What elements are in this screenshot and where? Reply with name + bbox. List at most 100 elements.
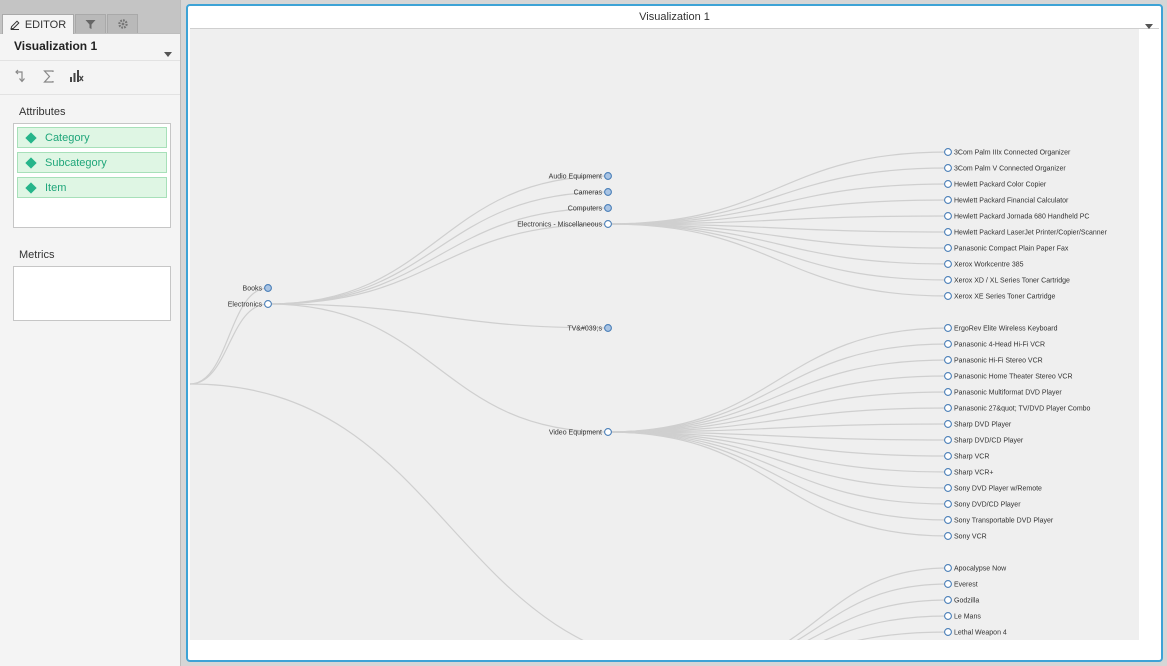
filter-icon: [85, 19, 96, 30]
tree-node[interactable]: [604, 204, 612, 212]
tree-node[interactable]: [604, 188, 612, 196]
tree-node-label: Godzilla: [954, 598, 979, 605]
tree-node[interactable]: [944, 340, 952, 348]
tree-node-label: Panasonic Hi-Fi Stereo VCR: [954, 358, 1043, 365]
tree-node[interactable]: [944, 196, 952, 204]
tree-link: [607, 223, 949, 297]
visualization-selector[interactable]: Visualization 1: [0, 34, 180, 61]
tree-node[interactable]: [944, 276, 952, 284]
tree-node[interactable]: [944, 404, 952, 412]
tree-node[interactable]: [944, 484, 952, 492]
tree-node[interactable]: [944, 564, 952, 572]
attribute-diamond-icon: [25, 131, 37, 144]
tree-node[interactable]: [944, 260, 952, 268]
tree-node[interactable]: [604, 220, 612, 228]
tree-link: [607, 327, 949, 433]
tree-node[interactable]: [944, 372, 952, 380]
tree-node-label: Hewlett Packard Color Copier: [954, 182, 1047, 189]
visualization-header: Visualization 1: [190, 8, 1159, 29]
tree-node[interactable]: [944, 292, 952, 300]
metrics-dropzone[interactable]: [13, 266, 171, 321]
tree-node-label: Hewlett Packard LaserJet Printer/Copier/…: [954, 230, 1108, 237]
tree-node-label: Lethal Weapon 4: [954, 630, 1007, 637]
visualization-title: Visualization 1: [639, 11, 710, 23]
tree-link: [607, 431, 949, 441]
tree-link: [267, 223, 609, 305]
tree-link: [607, 431, 949, 537]
tree-link: [607, 359, 949, 433]
tree-node-label: Panasonic 4-Head Hi-Fi VCR: [954, 342, 1045, 349]
tree-node-label: TV&#039;s: [567, 326, 602, 333]
tree-node[interactable]: [944, 532, 952, 540]
tree-node[interactable]: [944, 148, 952, 156]
sigma-icon[interactable]: [41, 68, 57, 84]
tree-link: [807, 599, 949, 640]
tree-node[interactable]: [944, 228, 952, 236]
tree-node-label: Sony Transportable DVD Player: [954, 518, 1054, 525]
tab-editor[interactable]: EDITOR: [2, 14, 74, 34]
tree-node-label: Video Equipment: [549, 430, 602, 437]
tree-node[interactable]: [944, 420, 952, 428]
visualization-name: Visualization 1: [14, 39, 98, 53]
tree-node-label: Xerox Workcentre 385: [954, 262, 1024, 269]
attribute-pill-label: Subcategory: [45, 156, 107, 169]
attributes-dropzone[interactable]: Category Subcategory Item: [13, 123, 171, 228]
tree-node[interactable]: [944, 596, 952, 604]
tree-node[interactable]: [264, 300, 272, 308]
tree-link: [607, 391, 949, 433]
tree-node[interactable]: [944, 212, 952, 220]
tree-node[interactable]: [944, 436, 952, 444]
pencil-icon: [10, 19, 20, 30]
tree-link: [607, 215, 949, 225]
tree-node-label: Everest: [954, 582, 978, 589]
tree-node[interactable]: [944, 580, 952, 588]
tree-node[interactable]: [944, 612, 952, 620]
tree-node[interactable]: [604, 172, 612, 180]
tree-node[interactable]: [944, 468, 952, 476]
tree-link: [607, 375, 949, 433]
tree-node-label: Xerox XD / XL Series Toner Cartridge: [954, 278, 1070, 285]
tree-node-label: 3Com Palm IIIx Connected Organizer: [954, 150, 1071, 157]
tree-node[interactable]: [944, 388, 952, 396]
tree-node[interactable]: [944, 324, 952, 332]
tree-node[interactable]: [604, 324, 612, 332]
tree-node[interactable]: [944, 628, 952, 636]
tree-link: [796, 583, 949, 640]
swap-axes-icon[interactable]: [13, 68, 29, 84]
tree-node[interactable]: [944, 452, 952, 460]
metrics-label: Metrics: [19, 249, 55, 261]
tree-node-label: 3Com Palm V Connected Organizer: [954, 166, 1066, 173]
chevron-down-icon[interactable]: [1145, 16, 1153, 34]
tree-node-label: Sony DVD/CD Player: [954, 502, 1021, 509]
tree-link: [607, 223, 949, 233]
tree-link: [607, 223, 949, 249]
tree-link: [190, 383, 585, 640]
tree-node-label: Computers: [568, 206, 603, 213]
chart-options-icon[interactable]: [68, 68, 84, 84]
tree-link: [607, 431, 949, 505]
chevron-down-icon[interactable]: [164, 44, 172, 62]
tree-link: [788, 567, 949, 640]
attribute-pill-category[interactable]: Category: [17, 127, 167, 148]
tab-settings[interactable]: [107, 14, 138, 33]
tree-link: [267, 303, 609, 329]
tree-node[interactable]: [944, 244, 952, 252]
tree-node-label: Electronics: [228, 302, 263, 309]
tree-node[interactable]: [944, 516, 952, 524]
attribute-pill-label: Category: [45, 131, 90, 144]
tree-node[interactable]: [604, 428, 612, 436]
tree-link: [607, 431, 949, 457]
tab-filter[interactable]: [75, 14, 106, 33]
attribute-pill-item[interactable]: Item: [17, 177, 167, 198]
tree-node[interactable]: [944, 180, 952, 188]
tree-node-label: Electronics - Miscellaneous: [517, 222, 602, 229]
tree-node[interactable]: [944, 164, 952, 172]
tree-node[interactable]: [944, 500, 952, 508]
attribute-pill-subcategory[interactable]: Subcategory: [17, 152, 167, 173]
tree-node[interactable]: [944, 356, 952, 364]
tree-node[interactable]: [264, 284, 272, 292]
tree-link: [267, 191, 609, 305]
